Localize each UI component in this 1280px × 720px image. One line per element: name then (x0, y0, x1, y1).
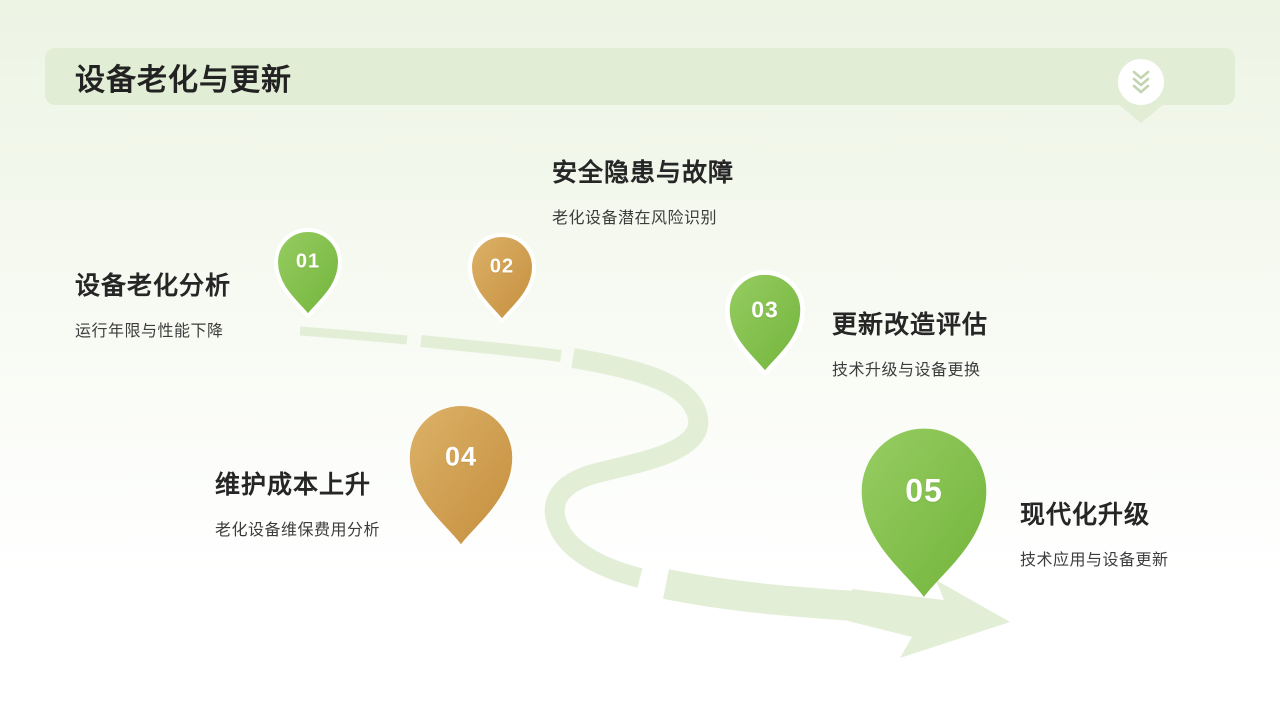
pin-04[interactable]: 04 (397, 393, 525, 547)
arrow-head (848, 580, 1010, 658)
pin-number: 03 (751, 296, 779, 323)
step-title: 更新改造评估 (832, 311, 989, 339)
step-subtitle: 老化设备潜在风险识别 (552, 210, 718, 227)
step-label-5: 现代化升级 技术应用与设备更新 (1020, 495, 1169, 570)
step-label-3: 更新改造评估 技术升级与设备更换 (832, 305, 988, 380)
pin-number: 01 (295, 250, 321, 273)
step-title: 安全隐患与故障 (552, 159, 735, 187)
pin-03[interactable]: 03 (718, 263, 812, 376)
step-label-2: 安全隐患与故障 老化设备潜在风险识别 (552, 153, 734, 228)
step-subtitle: 技术升级与设备更换 (832, 362, 981, 379)
double-chevron-down-icon (1132, 70, 1150, 94)
step-subtitle: 老化设备维保费用分析 (215, 522, 381, 539)
step-title: 现代化升级 (1020, 501, 1151, 529)
step-label-4: 维护成本上升 老化设备维保费用分析 (215, 465, 380, 540)
step-subtitle: 运行年限与性能下降 (75, 323, 224, 340)
page-title: 设备老化与更新 (75, 63, 292, 97)
header-notch (1118, 104, 1164, 123)
step-title: 维护成本上升 (215, 471, 372, 499)
header-bar: 设备老化与更新 (45, 48, 1235, 105)
step-label-1: 设备老化分析 运行年限与性能下降 (75, 266, 231, 341)
step-title: 设备老化分析 (75, 272, 232, 300)
pin-01[interactable]: 01 (268, 222, 348, 318)
pin-number: 05 (905, 472, 943, 509)
scroll-down-button[interactable] (1118, 59, 1164, 105)
pin-05[interactable]: 05 (846, 413, 1002, 600)
pin-02[interactable]: 02 (462, 227, 542, 323)
step-subtitle: 技术应用与设备更新 (1020, 552, 1169, 569)
pin-number: 04 (444, 441, 478, 472)
pin-number: 02 (489, 255, 515, 278)
